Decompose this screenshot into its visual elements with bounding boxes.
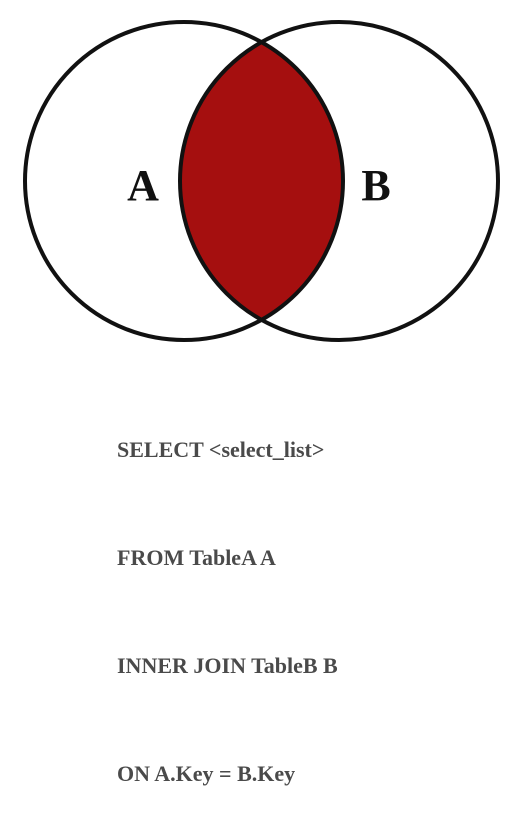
sql-query: SELECT <select_list> FROM TableA A INNER… <box>117 360 338 828</box>
intersection-region <box>180 22 343 340</box>
sql-line-select: SELECT <select_list> <box>117 437 325 462</box>
sql-line-on: ON A.Key = B.Key <box>117 761 296 786</box>
set-a-label: A <box>127 161 159 210</box>
set-b-outline <box>178 20 500 342</box>
venn-diagram: A B <box>23 20 500 342</box>
sql-line-from: FROM TableA A <box>117 545 276 570</box>
set-a-outline <box>23 20 345 342</box>
sql-line-join: INNER JOIN TableB B <box>117 653 338 678</box>
set-b-label: B <box>361 161 390 210</box>
